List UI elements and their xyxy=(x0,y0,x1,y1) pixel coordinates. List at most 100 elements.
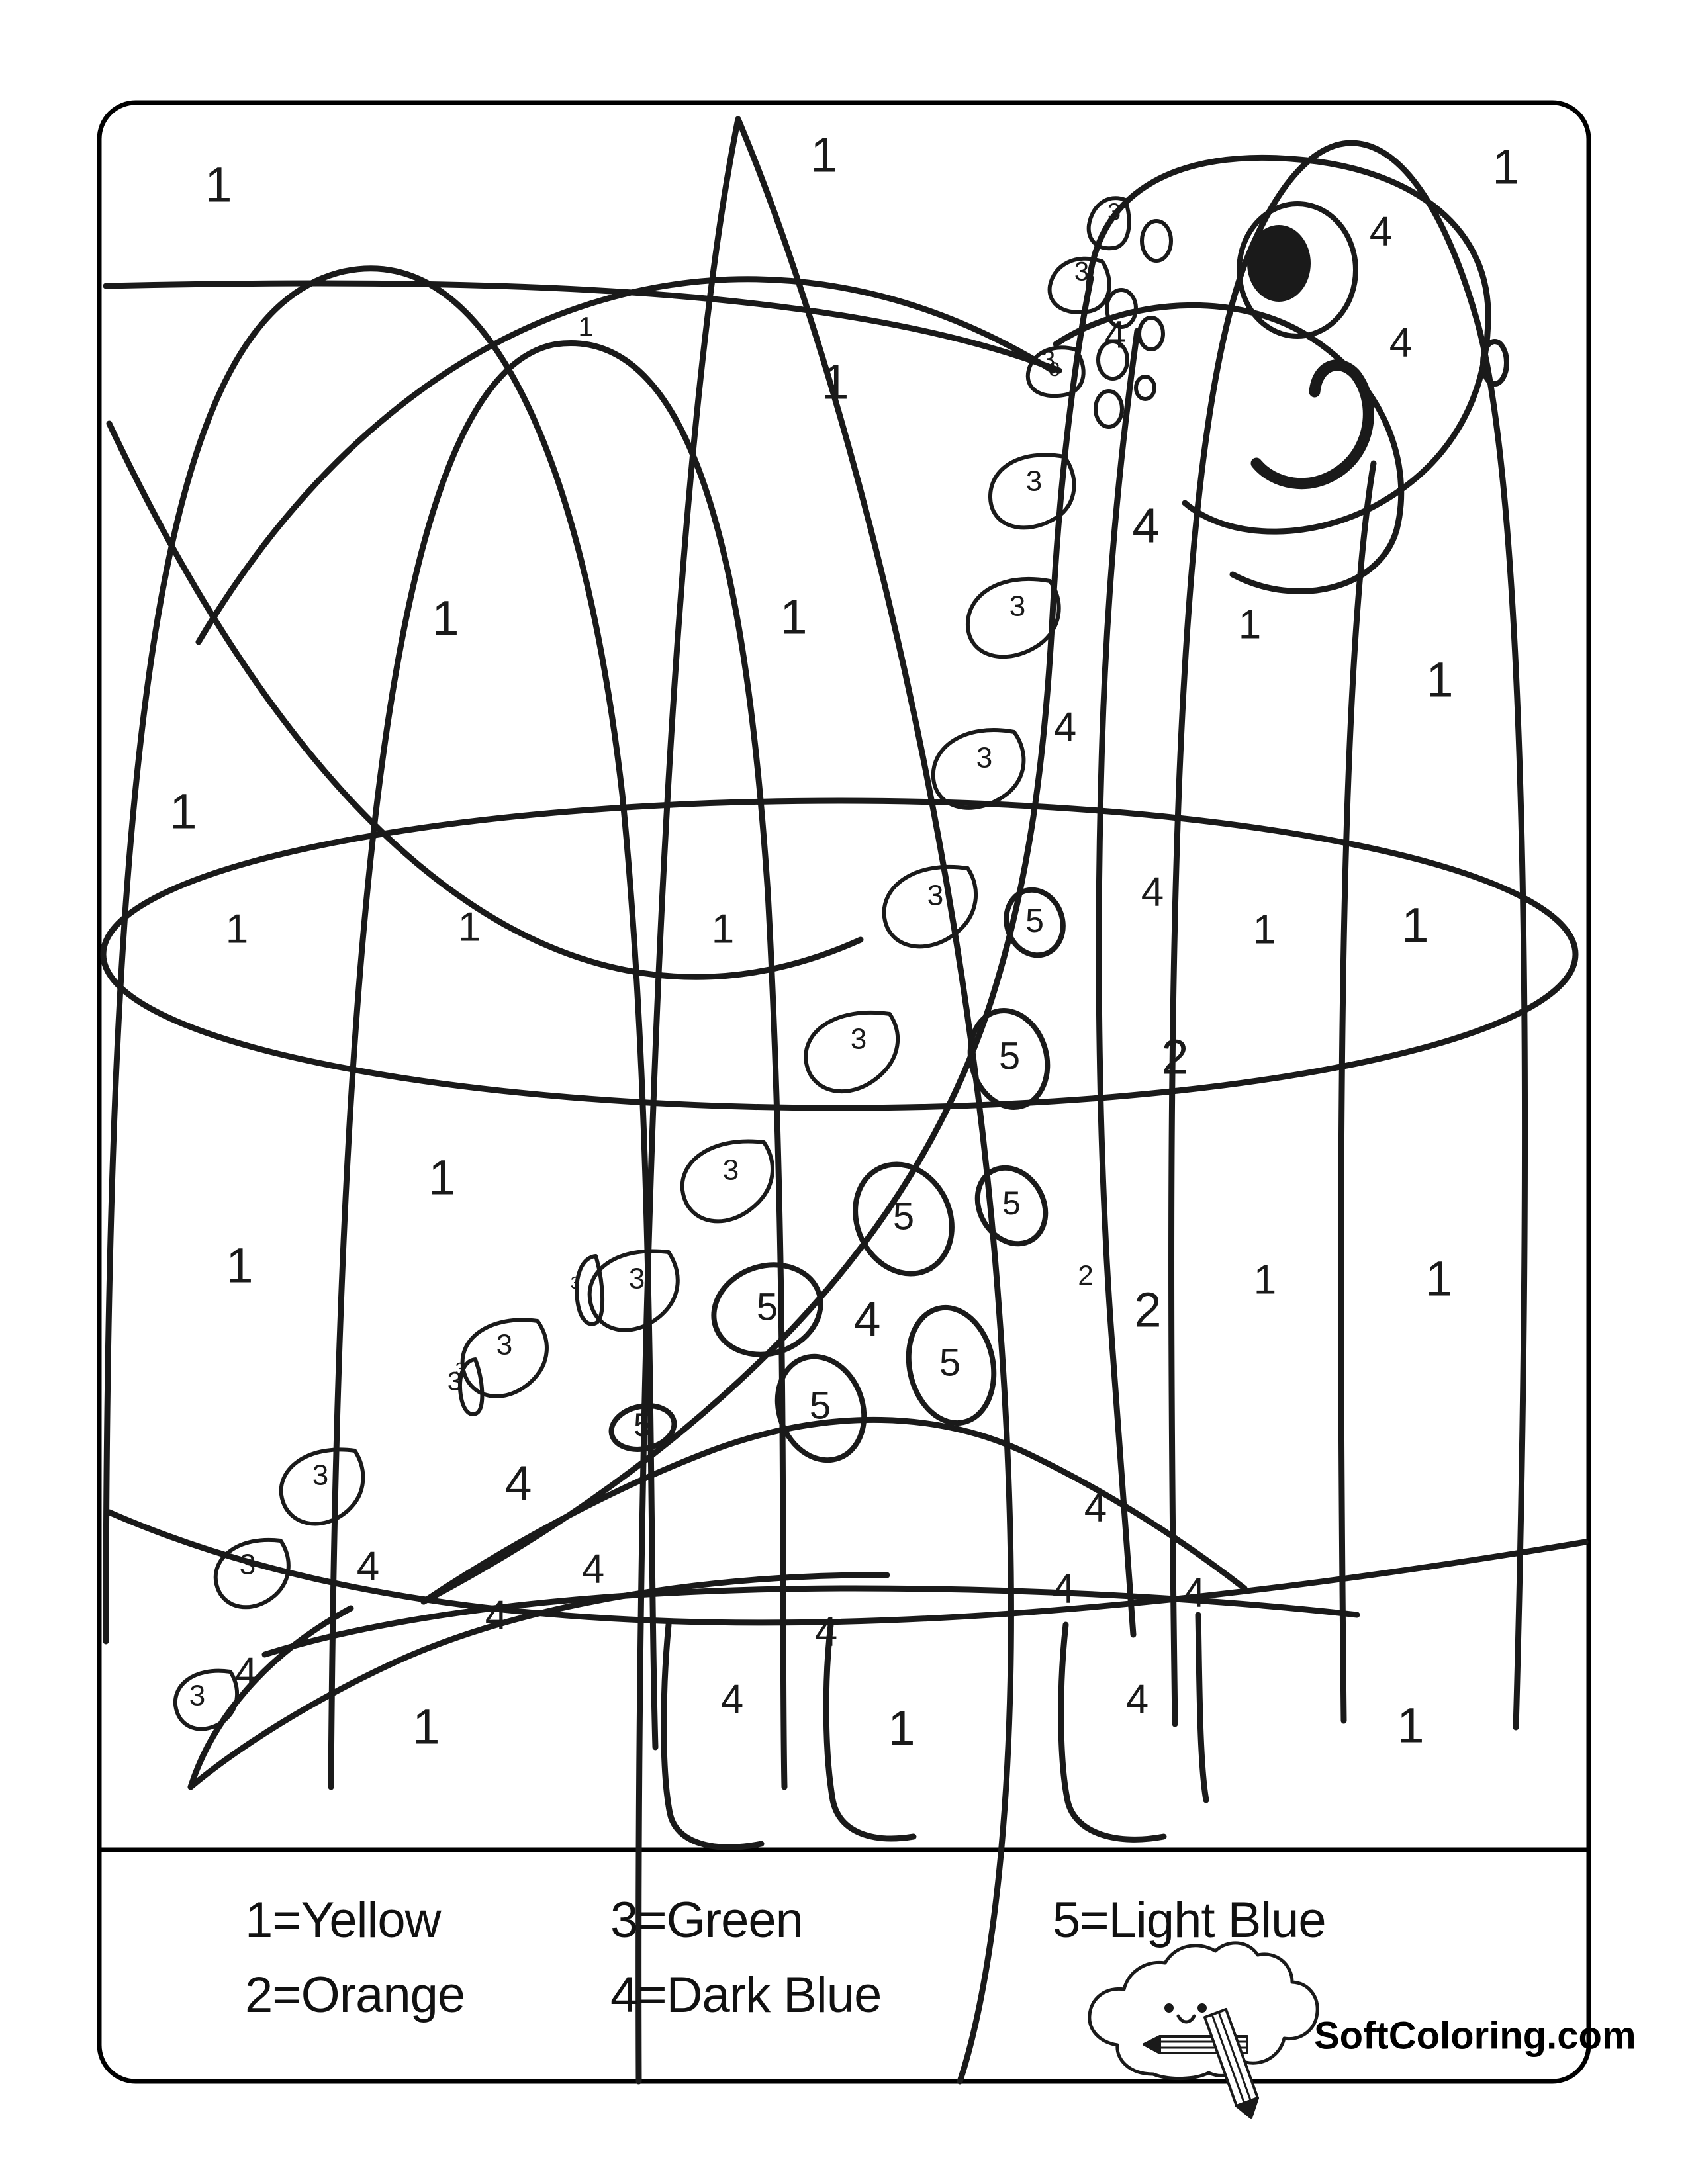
region-number: 5 xyxy=(633,1406,652,1443)
region-number: 5 xyxy=(893,1195,914,1238)
legend-entry-3: 3=Green xyxy=(610,1892,803,1948)
dinosaur-belly xyxy=(261,1585,1360,1658)
dinosaur-head xyxy=(1086,154,1491,535)
region-number: 1 xyxy=(169,784,197,839)
region-number: 1 xyxy=(412,1700,440,1754)
dinosaur-nostril xyxy=(1480,339,1509,387)
dinosaur-back-leg xyxy=(1058,1621,1167,1843)
region-number: 4 xyxy=(1370,208,1392,254)
region-number: 3 xyxy=(189,1680,205,1712)
region-number: 4 xyxy=(1084,1484,1107,1530)
region-number: 2 xyxy=(1161,1030,1188,1085)
region-number: 1 xyxy=(205,158,232,212)
logo-eye-left xyxy=(1164,2003,1174,2013)
region-number: 1 xyxy=(888,1701,915,1756)
region-number: 3 xyxy=(1026,465,1042,498)
legend: 1=Yellow 2=Orange 3=Green 4=Dark Blue 5=… xyxy=(245,1892,1327,2023)
region-number: 4 xyxy=(1126,1676,1149,1722)
logo-smile xyxy=(1176,2014,1196,2024)
site-branding: SoftColoring.com xyxy=(1088,1941,1636,2119)
region-number: 1 xyxy=(821,355,849,410)
region-number: 4 xyxy=(1141,869,1164,915)
region-number: 4 xyxy=(1053,1566,1075,1612)
dinosaur-spots xyxy=(608,887,1066,1463)
region-number: 4 xyxy=(815,1609,837,1655)
region-number: 1 xyxy=(226,906,248,952)
region-number: 5 xyxy=(1025,902,1044,939)
region-number: 1 xyxy=(1397,1698,1424,1753)
region-number: 3 xyxy=(1042,346,1055,373)
region-number: 4 xyxy=(1183,1570,1205,1615)
region-number: 4 xyxy=(485,1592,508,1638)
region-number: 3 xyxy=(1009,590,1025,623)
region-number: 1 xyxy=(780,590,807,645)
region-number: 1 xyxy=(578,311,593,342)
region-number: 5 xyxy=(757,1285,778,1328)
region-number: 4 xyxy=(1389,320,1412,365)
region-number: 3 xyxy=(851,1023,867,1056)
region-number: 3 xyxy=(1074,257,1089,287)
dinosaur-neck-right xyxy=(1096,328,1141,1638)
dinosaur-figure xyxy=(173,154,1509,1850)
dinosaur-smile xyxy=(1250,359,1374,490)
dinosaur-jaw xyxy=(1053,302,1405,594)
dinosaur-back xyxy=(420,1416,1248,1605)
region-number: 1 xyxy=(226,1238,253,1293)
dinosaur-front-leg xyxy=(823,1621,917,1842)
page-border xyxy=(97,100,1591,2084)
region-number: 3 xyxy=(447,1367,462,1396)
logo-pencil-tip-bottom xyxy=(1235,2097,1259,2119)
dinosaur-eye-outer xyxy=(1237,201,1358,339)
region-number: 4 xyxy=(235,1649,258,1695)
logo-pencil-tip-left xyxy=(1143,2035,1161,2054)
region-number: 1 xyxy=(432,591,459,646)
region-number: 2 xyxy=(1078,1259,1093,1291)
region-number: 3 xyxy=(496,1329,512,1361)
region-number: 4 xyxy=(853,1292,880,1347)
region-number: 4 xyxy=(504,1456,532,1511)
legend-entry-2: 2=Orange xyxy=(245,1967,465,2023)
dinosaur-pupil xyxy=(1247,225,1311,302)
region-number: 5 xyxy=(1002,1185,1021,1222)
region-number: 3 xyxy=(312,1459,328,1492)
region-number: 4 xyxy=(1054,704,1076,750)
region-number: 1 xyxy=(428,1150,455,1205)
region-number: 1 xyxy=(1239,602,1261,647)
region-number: 3 xyxy=(976,742,992,774)
region-number: 1 xyxy=(1426,653,1453,707)
region-number: 5 xyxy=(999,1034,1020,1077)
logo-eye-right xyxy=(1197,2003,1207,2013)
background-shapes xyxy=(100,116,1589,2085)
region-number: 1 xyxy=(1401,898,1429,953)
region-number: 1 xyxy=(1425,1251,1452,1306)
region-number: 4 xyxy=(721,1676,743,1722)
dinosaur-tail xyxy=(187,1605,354,1790)
region-number: 1 xyxy=(458,904,481,950)
legend-entry-5: 5=Light Blue xyxy=(1053,1892,1326,1948)
region-number: 3 xyxy=(723,1154,739,1187)
legend-entry-1: 1=Yellow xyxy=(245,1892,442,1948)
region-number: 1 xyxy=(1492,140,1519,195)
region-number: 5 xyxy=(939,1341,961,1384)
region-number: 4 xyxy=(357,1543,379,1589)
region-number: 1 xyxy=(810,128,837,183)
region-number: 2 xyxy=(1134,1283,1161,1338)
region-number: 3 xyxy=(240,1549,256,1581)
region-number: 3 xyxy=(571,1273,580,1293)
region-number: 3 xyxy=(1107,199,1121,226)
region-number: 3 xyxy=(455,1359,465,1379)
region-number: 1 xyxy=(1254,1257,1276,1302)
legend-entry-4: 4=Dark Blue xyxy=(610,1967,881,2023)
region-number: 1 xyxy=(1253,907,1276,952)
brand-name: SoftColoring.com xyxy=(1314,2014,1636,2057)
region-number: 1 xyxy=(712,906,734,952)
dinosaur-neck-bumps xyxy=(1094,219,1173,429)
dinosaur-spikes xyxy=(173,196,1131,1731)
dinosaur-neck-left xyxy=(420,275,1094,1605)
region-number: 4 xyxy=(582,1546,604,1592)
region-number: 4 xyxy=(1132,498,1159,553)
region-number: 3 xyxy=(629,1263,645,1295)
